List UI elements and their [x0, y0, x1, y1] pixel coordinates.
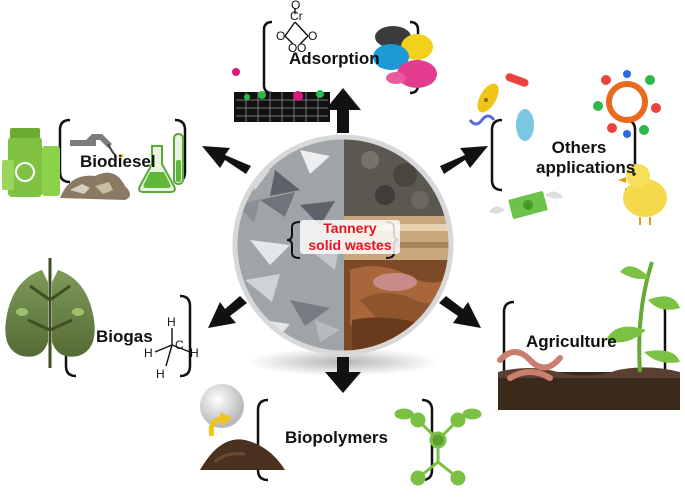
- center-label: Tannery solid wastes: [300, 220, 400, 254]
- arrow-downleft-icon: [208, 296, 247, 328]
- lungs-tree-icon: [5, 258, 95, 368]
- molecular-ring-icon: [593, 70, 661, 138]
- fuel-nozzle-icon: [70, 134, 123, 158]
- flask-icon: [138, 133, 184, 193]
- oxygen-label: O: [291, 0, 300, 12]
- chem-labels: Cr O O O O O H H H H C: [144, 0, 317, 381]
- carbon-label: C: [175, 338, 184, 352]
- soil-plant-icon: [498, 261, 680, 410]
- bacteria-icon: [468, 73, 534, 141]
- agriculture-group: [497, 261, 680, 410]
- hydrogen-label: H: [190, 346, 199, 360]
- center-label-line1: Tannery: [323, 220, 377, 236]
- biopolymers-label: Biopolymers: [285, 428, 388, 447]
- bracket-left: [262, 20, 273, 95]
- arrow-downright-icon: [439, 296, 481, 328]
- center-bracket-left: [286, 221, 301, 259]
- hydrogen-label: H: [156, 367, 165, 381]
- biogas-label: Biogas: [96, 327, 153, 346]
- chromate-structure-icon: [284, 8, 309, 45]
- bracket-left: [256, 398, 269, 482]
- oxygen-label: O: [297, 41, 306, 55]
- others-label: Others applications: [536, 138, 636, 178]
- center-circle: [232, 134, 454, 376]
- soil-compost-icon: [200, 384, 285, 470]
- hydrogen-label: H: [144, 346, 153, 360]
- others-label-line2: applications: [536, 158, 636, 177]
- biopolymers-group: [200, 384, 482, 486]
- agriculture-label: Agriculture: [526, 332, 617, 351]
- adsorption-label: Adsorption: [289, 49, 380, 68]
- oxygen-label: O: [288, 41, 297, 55]
- arrow-down-icon: [325, 357, 361, 393]
- arrows: [202, 88, 488, 393]
- earthworm-icon: [497, 349, 563, 381]
- bracket-right: [179, 294, 192, 378]
- oxygen-label: O: [308, 29, 317, 43]
- bracket-left: [58, 118, 71, 184]
- arrow-upright-icon: [440, 146, 488, 174]
- waste-pile-icon: [60, 172, 130, 200]
- hydrogen-label: H: [167, 315, 176, 329]
- adsorption-group: [232, 8, 437, 122]
- bracket-left: [490, 118, 503, 192]
- fuel-bin-icon: [2, 128, 60, 197]
- center-label-line2: solid wastes: [308, 237, 392, 253]
- biodiesel-group: [2, 118, 187, 200]
- methane-structure-icon: [154, 328, 191, 367]
- biogas-group: [5, 258, 192, 378]
- biodiesel-label: Biodiesel: [80, 152, 156, 171]
- others-label-line1: Others: [551, 138, 607, 157]
- carbon-lattice-icon: [234, 90, 330, 122]
- others-group: [468, 70, 667, 225]
- pigment-powders-icon: [373, 26, 437, 88]
- arrow-upleft-icon: [202, 146, 251, 174]
- chromium-label: Cr: [290, 9, 303, 23]
- money-icon: [489, 191, 563, 219]
- polymer-network-icon: [394, 408, 482, 486]
- arrow-up-icon: [325, 88, 361, 133]
- oxygen-label: O: [276, 29, 285, 43]
- adsorbate-particle-icon: [232, 68, 240, 76]
- chick-icon: [618, 164, 667, 225]
